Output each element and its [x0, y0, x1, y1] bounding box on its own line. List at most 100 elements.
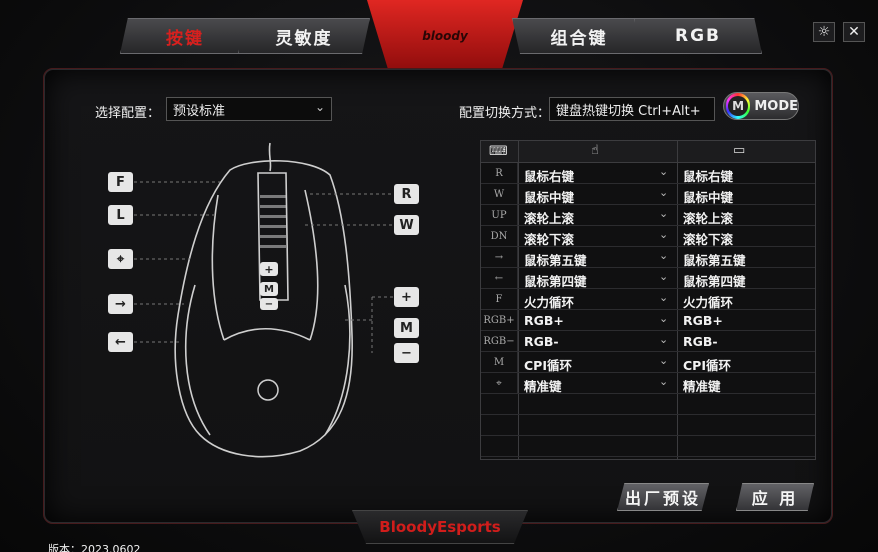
chevron-down-icon[interactable]: ⌄ — [659, 375, 669, 388]
mode-button[interactable]: M MODE — [723, 92, 799, 120]
wheel-plus-key[interactable]: + — [260, 262, 278, 276]
row-key-icon: ⌖ — [481, 373, 518, 394]
mouse-key-forward[interactable]: → — [108, 294, 133, 314]
brand-text: BloodyEsports — [379, 518, 501, 536]
config-select[interactable]: 预设标准 ⌄ — [166, 97, 332, 121]
table-header: ⌨ ☝ ▭ — [481, 141, 815, 163]
table-row — [481, 394, 815, 415]
chevron-down-icon[interactable]: ⌄ — [659, 165, 669, 178]
table-row — [481, 436, 815, 457]
table-row[interactable]: ← 鼠标第四键 ⌄ 鼠标第四键 — [481, 268, 815, 289]
mouse-key-l[interactable]: L — [108, 205, 133, 225]
mouse-key-back[interactable]: ← — [108, 332, 133, 352]
row-key-icon: M — [481, 352, 518, 373]
mouse-key-plus[interactable]: + — [394, 287, 419, 307]
config-label: 选择配置： — [95, 106, 161, 121]
logo-text: bloody — [422, 29, 468, 43]
tab-combo-keys[interactable]: 组合键 — [512, 18, 646, 54]
factory-reset-button[interactable]: 出厂预设 — [617, 483, 709, 511]
row-current-value: 鼠标右键 — [683, 169, 734, 184]
row-current-value: 滚轮下滚 — [683, 232, 734, 247]
table-row[interactable]: W 鼠标中键 ⌄ 鼠标中键 — [481, 184, 815, 205]
row-function-select[interactable]: RGB+ — [524, 313, 564, 328]
chevron-down-icon[interactable]: ⌄ — [659, 291, 669, 304]
chevron-down-icon[interactable]: ⌄ — [659, 249, 669, 262]
mouse-key-w[interactable]: W — [394, 215, 419, 235]
table-row[interactable]: F 火力循环 ⌄ 火力循环 — [481, 289, 815, 310]
row-function-select[interactable]: RGB- — [524, 334, 559, 349]
row-function-select[interactable]: 鼠标第四键 — [524, 274, 587, 289]
chevron-down-icon: ⌄ — [314, 100, 325, 114]
wheel-minus-key[interactable]: − — [260, 298, 278, 310]
monitor-icon: ▭ — [733, 143, 746, 158]
mouse-diagram — [134, 142, 394, 458]
row-key-icon: RGB− — [481, 331, 518, 352]
row-function-select[interactable]: 鼠标第五键 — [524, 253, 587, 268]
table-row[interactable]: → 鼠标第五键 ⌄ 鼠标第五键 — [481, 247, 815, 268]
row-function-select[interactable]: CPI循环 — [524, 358, 572, 373]
apply-button[interactable]: 应 用 — [736, 483, 814, 511]
tab-buttons[interactable]: 按键 — [120, 18, 250, 54]
row-function-select[interactable]: 鼠标右键 — [524, 169, 575, 184]
rgb-m-icon: M — [726, 93, 751, 119]
table-row[interactable]: R 鼠标右键 ⌄ 鼠标右键 — [481, 163, 815, 184]
row-current-value: RGB+ — [683, 313, 723, 328]
chevron-down-icon[interactable]: ⌄ — [659, 354, 669, 367]
mouse-key-f[interactable]: F — [108, 172, 133, 192]
mouse-key-r[interactable]: R — [394, 184, 419, 204]
switch-mode-field[interactable]: 键盘热键切换 Ctrl+Alt+ — [549, 97, 715, 121]
row-current-value: 火力循环 — [683, 295, 734, 310]
divider — [518, 141, 519, 459]
hand-icon: ☝ — [591, 143, 599, 158]
row-key-icon: → — [481, 247, 518, 268]
row-function-select[interactable]: 滚轮上滚 — [524, 211, 575, 226]
table-row[interactable]: RGB+ RGB+ ⌄ RGB+ — [481, 310, 815, 331]
table-row[interactable]: ⌖ 精准键 ⌄ 精准键 — [481, 373, 815, 394]
mode-label: MODE — [754, 98, 798, 114]
chevron-down-icon[interactable]: ⌄ — [659, 312, 669, 325]
row-key-icon: R — [481, 163, 518, 184]
wheel-m-key[interactable]: M — [260, 282, 278, 296]
table-row[interactable]: RGB−RGB-⌄RGB- — [481, 331, 815, 352]
chevron-down-icon[interactable]: ⌄ — [659, 333, 669, 346]
light-icon[interactable]: ☼ — [813, 22, 835, 42]
row-current-value: 鼠标第四键 — [683, 274, 746, 289]
row-key-icon: RGB+ — [481, 310, 518, 331]
switch-mode-value: 键盘热键切换 Ctrl+Alt+ — [556, 103, 701, 119]
tab-sensitivity[interactable]: 灵敏度 — [238, 18, 370, 54]
chevron-down-icon[interactable]: ⌄ — [659, 207, 669, 220]
table-row — [481, 415, 815, 436]
divider — [677, 141, 678, 459]
row-function-select[interactable]: 精准键 — [524, 379, 562, 394]
row-key-icon: F — [481, 289, 518, 310]
row-function-select[interactable]: 滚轮下滚 — [524, 232, 575, 247]
row-key-icon: ← — [481, 268, 518, 289]
row-function-select[interactable]: 火力循环 — [524, 295, 575, 310]
row-current-value: 滚轮上滚 — [683, 211, 734, 226]
switch-mode-label: 配置切换方式： — [459, 106, 551, 121]
bloody-logo: bloody — [367, 0, 523, 72]
keyboard-icon: ⌨ — [489, 144, 508, 159]
table-row[interactable]: M CPI循环 ⌄ CPI循环 — [481, 352, 815, 373]
close-icon[interactable]: ✕ — [843, 22, 865, 42]
mouse-key-precision[interactable]: ⌖ — [108, 249, 133, 269]
brand-badge: BloodyEsports — [352, 510, 528, 544]
mouse-key-m[interactable]: M — [394, 318, 419, 338]
row-current-value: 鼠标第五键 — [683, 253, 746, 268]
row-current-value: CPI循环 — [683, 358, 731, 373]
config-value: 预设标准 — [173, 103, 226, 119]
chevron-down-icon[interactable]: ⌄ — [659, 228, 669, 241]
mouse-key-minus[interactable]: − — [394, 343, 419, 363]
row-current-value: 鼠标中键 — [683, 190, 734, 205]
chevron-down-icon[interactable]: ⌄ — [659, 270, 669, 283]
tab-rgb[interactable]: RGB — [634, 18, 762, 54]
row-function-select[interactable]: 鼠标中键 — [524, 190, 575, 205]
row-current-value: 精准键 — [683, 379, 721, 394]
row-key-icon: W — [481, 184, 518, 205]
version-label: 版本：2023.0602 — [48, 543, 141, 552]
chevron-down-icon[interactable]: ⌄ — [659, 186, 669, 199]
